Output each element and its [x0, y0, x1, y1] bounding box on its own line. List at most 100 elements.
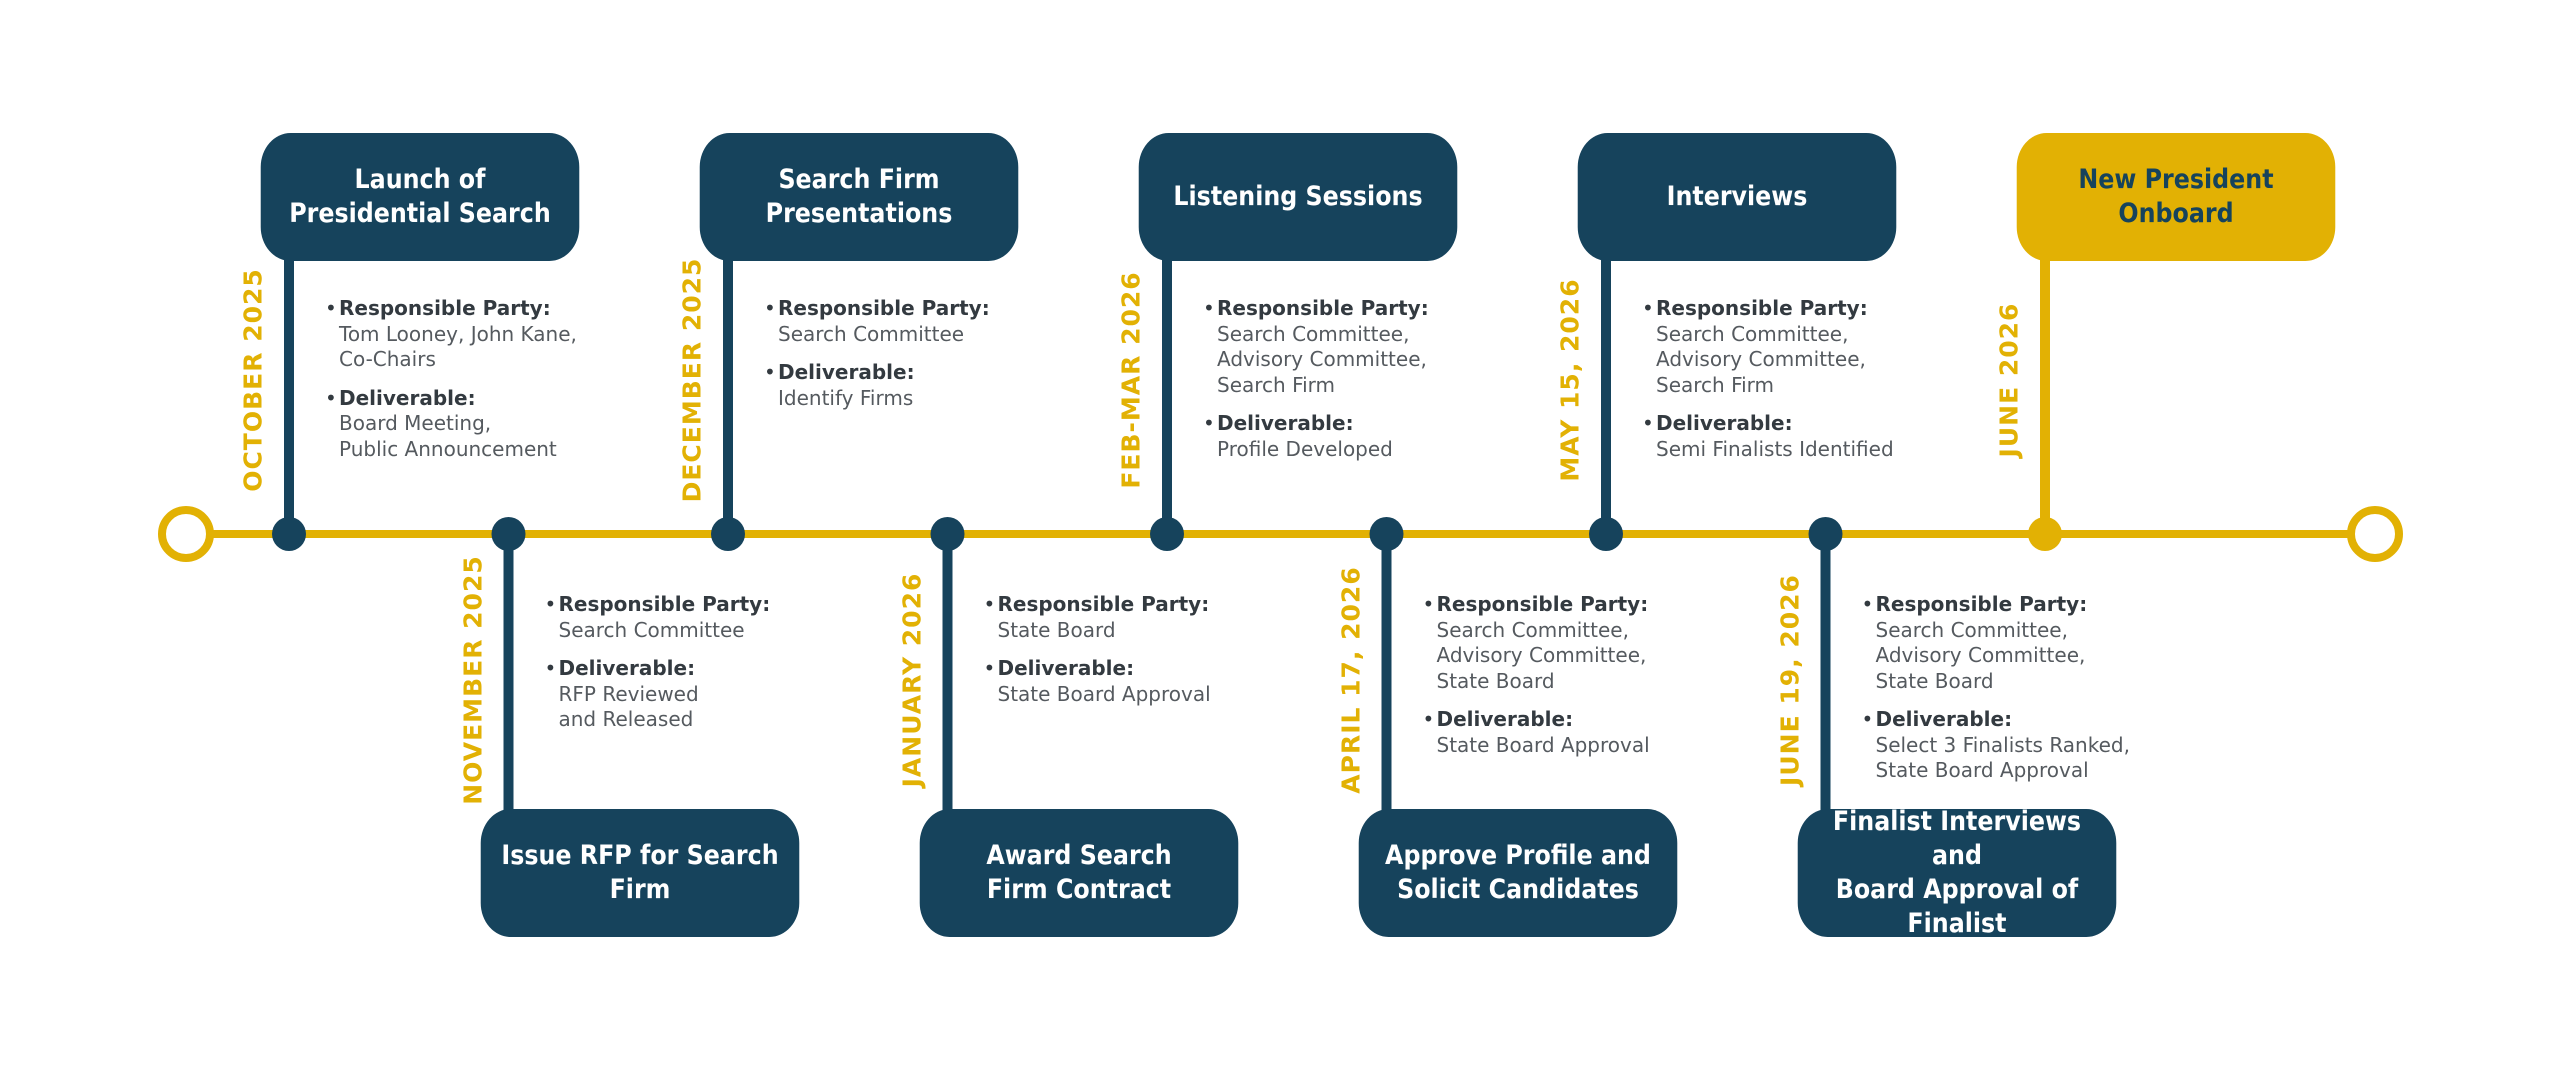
- milestone-date: JUNE 19, 2026: [1775, 574, 1804, 786]
- bullet-icon: •: [983, 592, 996, 616]
- bullet-icon: •: [764, 296, 776, 320]
- milestone-node: [491, 517, 526, 551]
- responsible-party-label: Responsible Party:: [1217, 296, 1429, 320]
- milestone-details: •Responsible Party:State Board•Deliverab…: [984, 592, 1284, 720]
- bullet-icon: •: [1422, 707, 1435, 731]
- deliverable-label: Deliverable:: [997, 656, 1135, 680]
- responsible-party-item: •Responsible Party:Search Committee, Adv…: [1862, 592, 2162, 694]
- milestone-details: •Responsible Party:Search Committee•Deli…: [545, 592, 845, 746]
- responsible-party-value: State Board: [997, 617, 1116, 642]
- responsible-party-value: Tom Looney, John Kane, Co-Chairs: [339, 321, 577, 372]
- responsible-party-value: Search Committee, Advisory Committee, St…: [1436, 617, 1647, 693]
- responsible-party-value: Search Committee: [558, 617, 745, 642]
- bullet-icon: •: [544, 656, 557, 680]
- bullet-icon: •: [1642, 296, 1654, 320]
- milestone-title: Launch of Presidential Search: [260, 133, 580, 261]
- milestone-details: • Responsible Party:Tom Looney, John Kane…: [325, 296, 625, 475]
- responsible-party-label: Responsible Party:: [339, 296, 551, 320]
- bullet-icon: •: [1642, 411, 1654, 435]
- milestone-node: [1369, 517, 1404, 551]
- milestone-title: New President Onboard: [2016, 133, 2336, 261]
- milestone-details: •Responsible Party:Search Committee, Adv…: [1423, 592, 1723, 771]
- milestone-date: DECEMBER 2025: [677, 257, 707, 503]
- deliverable-value: Semi Finalists Identified: [1656, 436, 1894, 461]
- milestone-title: Interviews: [1577, 133, 1897, 261]
- deliverable-label: Deliverable:: [1217, 411, 1354, 435]
- responsible-party-value: Search Committee, Advisory Committee, Se…: [1217, 321, 1427, 397]
- milestone-date: OCTOBER 2025: [238, 268, 268, 492]
- milestone-node: [1589, 517, 1623, 551]
- deliverable-item: •Deliverable:Select 3 Finalists Ranked, …: [1862, 707, 2162, 784]
- deliverable-item: •Deliverable:State Board Approval: [984, 656, 1284, 707]
- responsible-party-label: Responsible Party:: [1436, 592, 1649, 616]
- bullet-icon: •: [1861, 707, 1874, 731]
- bullet-icon: •: [325, 385, 337, 410]
- deliverable-value: RFP Reviewed and Released: [558, 681, 699, 732]
- milestone-title: Award Search Firm Contract: [919, 809, 1238, 937]
- milestone-date: APRIL 17, 2026: [1336, 566, 1365, 794]
- deliverable-value: Select 3 Finalists Ranked, State Board A…: [1875, 732, 2130, 783]
- axis-start-ring: [158, 506, 214, 562]
- responsible-party-item: •Responsible Party:Search Committee, Adv…: [1642, 296, 1942, 398]
- responsible-party-value: Search Committee, Advisory Committee, St…: [1875, 617, 2086, 693]
- bullet-icon: •: [1422, 592, 1435, 616]
- deliverable-item: •Deliverable:Profile Developed: [1203, 411, 1503, 462]
- deliverable-label: Deliverable:: [558, 656, 696, 680]
- milestone-date: MAY 15, 2026: [1555, 278, 1585, 482]
- responsible-party-value: Search Committee, Advisory Committee, Se…: [1656, 321, 1866, 397]
- responsible-party-label: Responsible Party:: [997, 592, 1210, 616]
- responsible-party-label: Responsible Party:: [558, 592, 771, 616]
- responsible-party-label: Responsible Party:: [1875, 592, 2088, 616]
- milestone-title: Finalist Interviews and Board Approval o…: [1797, 806, 2116, 939]
- milestone-date: JANUARY 2026: [897, 572, 926, 788]
- deliverable-value: State Board Approval: [997, 681, 1211, 706]
- milestone-date: JUNE 2026: [1994, 302, 2024, 458]
- deliverable-label: Deliverable:: [1656, 411, 1793, 435]
- responsible-party-label: Responsible Party:: [1656, 296, 1868, 320]
- milestone-date: NOVEMBER 2025: [458, 555, 487, 805]
- responsible-party-item: •Responsible Party:State Board: [984, 592, 1284, 643]
- milestone-date: FEB-MAR 2026: [1116, 271, 1146, 489]
- milestone-node: [930, 517, 965, 551]
- milestone-title: Approve Profile and Solicit Candidates: [1358, 809, 1677, 937]
- deliverable-item: •Deliverable:Board Meeting, Public Annou…: [325, 386, 625, 463]
- deliverable-item: •Deliverable:RFP Reviewed and Released: [545, 656, 845, 733]
- deliverable-label: Deliverable:: [1875, 707, 2013, 731]
- deliverable-value: Profile Developed: [1217, 436, 1393, 461]
- deliverable-label: Deliverable:: [778, 360, 915, 384]
- deliverable-item: •Deliverable:Identify Firms: [764, 360, 1064, 411]
- deliverable-item: •Deliverable:State Board Approval: [1423, 707, 1723, 758]
- milestone-node: [1808, 517, 1843, 551]
- bullet-icon: •: [1861, 592, 1874, 616]
- deliverable-label: Deliverable:: [1436, 707, 1574, 731]
- responsible-party-item: •Responsible Party:Search Committee, Adv…: [1203, 296, 1503, 398]
- deliverable-value: State Board Approval: [1436, 732, 1650, 757]
- milestone-details: •Responsible Party:Search Committee•Deli…: [764, 296, 1064, 424]
- milestone-title: Issue RFP for Search Firm: [480, 809, 799, 937]
- responsible-party-item: •Responsible Party:Search Committee: [545, 592, 845, 643]
- milestone-node: [2028, 517, 2062, 551]
- bullet-icon: •: [1203, 296, 1215, 320]
- bullet-icon: •: [544, 592, 557, 616]
- bullet-icon: •: [983, 656, 996, 680]
- responsible-party-value: Search Committee: [778, 321, 965, 346]
- responsible-party-item: •Responsible Party:Tom Looney, John Kane…: [325, 296, 625, 373]
- milestone-node: [1150, 517, 1184, 551]
- deliverable-label: Deliverable:: [339, 385, 476, 410]
- deliverable-value: Board Meeting, Public Announcement: [339, 411, 557, 461]
- milestone-node: [272, 517, 306, 551]
- milestone-details: •Responsible Party:Search Committee, Adv…: [1642, 296, 1942, 475]
- responsible-party-item: •Responsible Party:Search Committee, Adv…: [1423, 592, 1723, 694]
- bullet-icon: •: [1203, 411, 1215, 435]
- milestone-title: Listening Sessions: [1138, 133, 1458, 261]
- bullet-icon: •: [764, 360, 776, 384]
- milestone-details: •Responsible Party:Search Committee, Adv…: [1203, 296, 1503, 475]
- axis-end-ring: [2347, 506, 2403, 562]
- responsible-party-item: •Responsible Party:Search Committee: [764, 296, 1064, 347]
- deliverable-value: Identify Firms: [778, 385, 914, 410]
- responsible-party-label: Responsible Party:: [778, 296, 990, 320]
- milestone-details: •Responsible Party:Search Committee, Adv…: [1862, 592, 2162, 797]
- deliverable-item: •Deliverable:Semi Finalists Identified: [1642, 411, 1942, 462]
